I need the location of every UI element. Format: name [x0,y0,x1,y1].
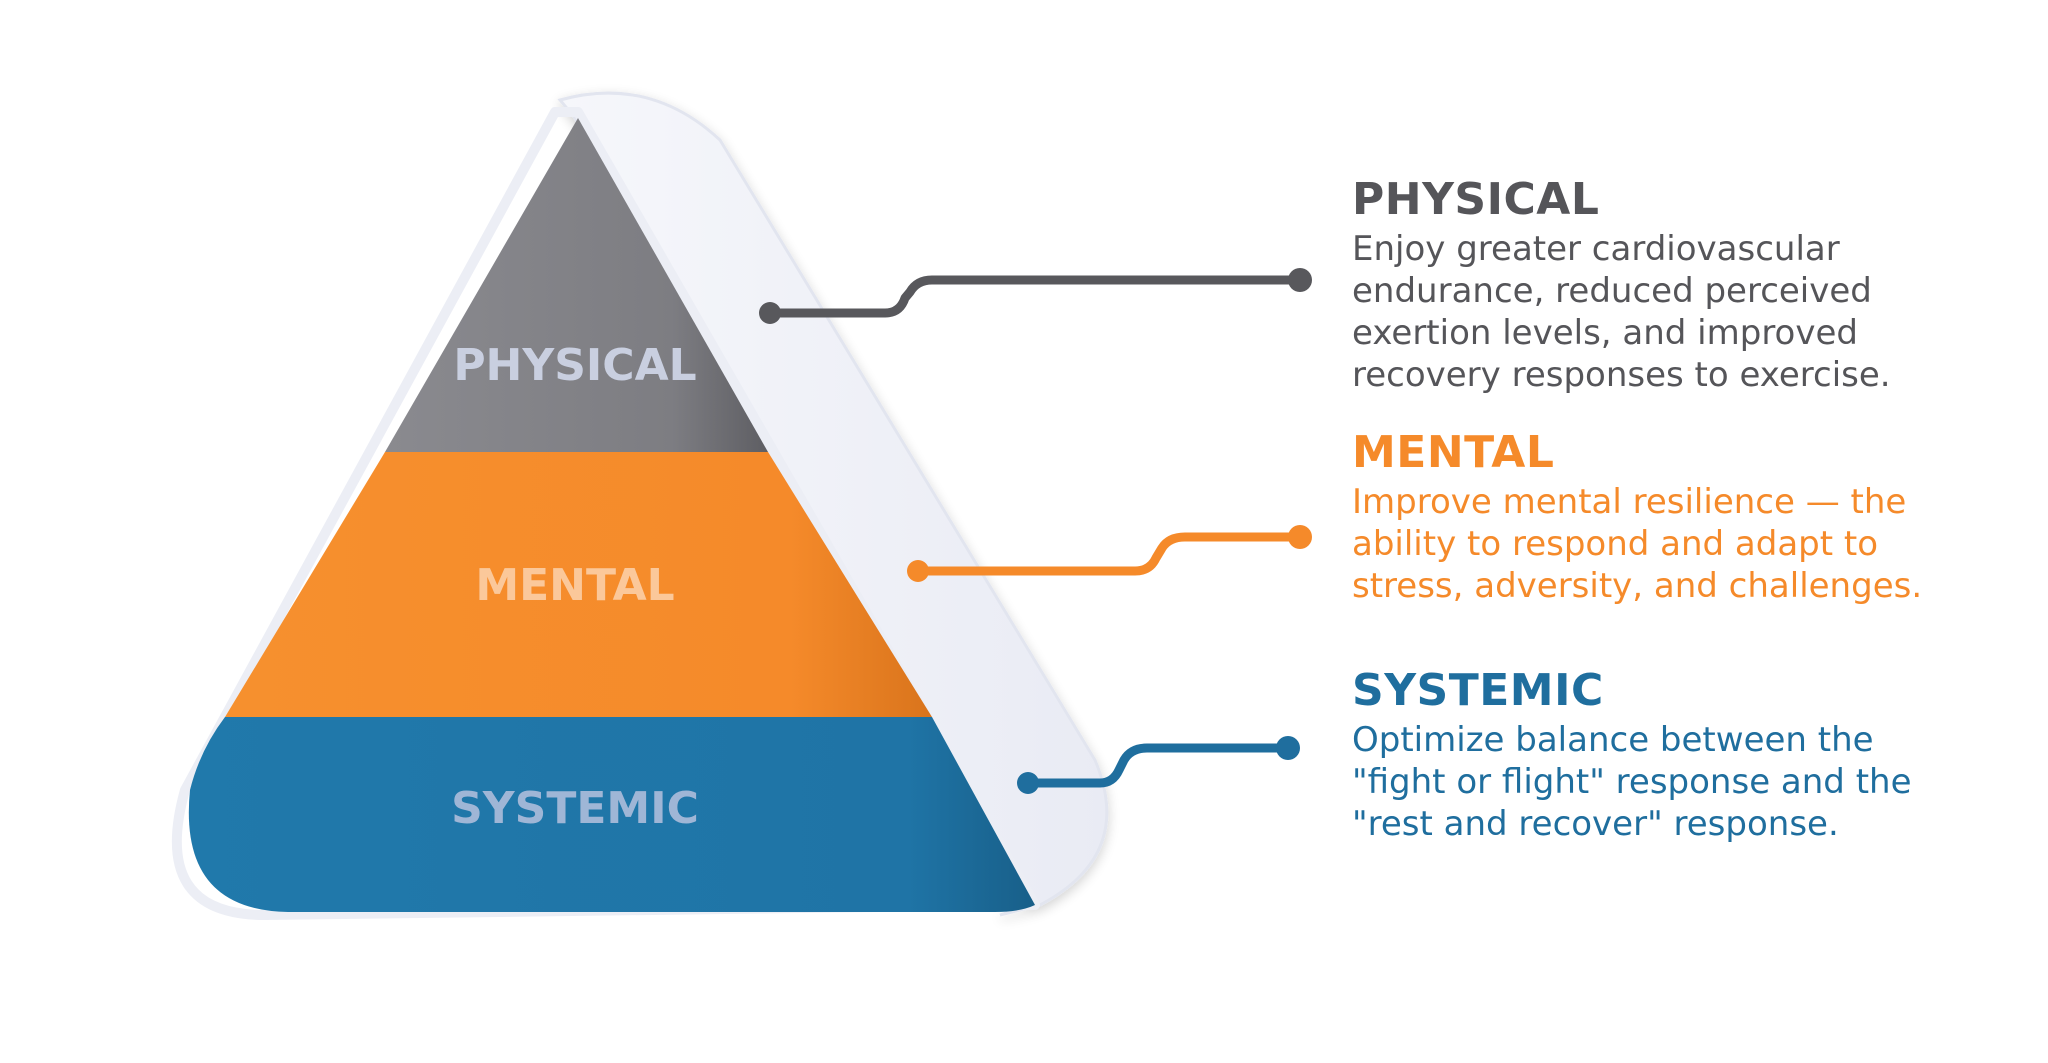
connector-systemic [1017,736,1300,794]
description-physical: PHYSICAL Enjoy greater cardiovascular en… [1352,174,2042,396]
description-title-physical: PHYSICAL [1352,174,1600,225]
description-systemic: SYSTEMIC Optimize balance between the "f… [1352,665,2042,845]
description-title-mental: MENTAL [1352,427,1555,478]
tier-systemic [188,717,1035,912]
description-body-systemic: Optimize balance between the "fight or f… [1352,720,1912,844]
tier-physical [385,118,768,452]
description-title-systemic: SYSTEMIC [1352,665,1604,716]
description-body-physical: Enjoy greater cardiovascular endurance, … [1352,229,1891,395]
pyramid-outline [172,107,1040,920]
connector-physical [759,268,1312,324]
tier-label-physical: PHYSICAL [453,340,696,391]
tier-label-systemic: SYSTEMIC [451,783,699,834]
tier-label-mental: MENTAL [475,560,674,611]
connector-mental [907,525,1312,582]
tier-mental [225,452,932,717]
description-mental: MENTAL Improve mental resilience — the a… [1352,427,2042,607]
description-body-mental: Improve mental resilience — the ability … [1352,482,1923,606]
pyramid-side-face [557,91,1109,917]
